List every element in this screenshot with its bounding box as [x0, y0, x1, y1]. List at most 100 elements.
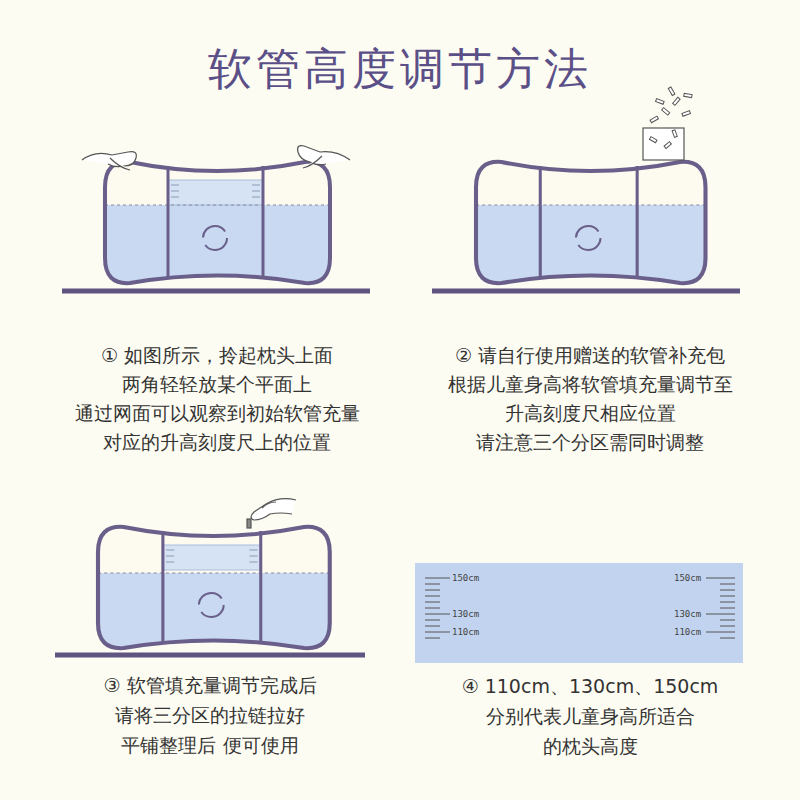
drawing-rect	[650, 116, 658, 123]
drawing-circle	[203, 226, 227, 250]
tick	[425, 584, 440, 585]
drawing-line	[539, 166, 542, 278]
ground-line	[62, 289, 370, 294]
tick	[425, 608, 440, 609]
caption-line: 的枕头高度	[543, 734, 638, 758]
tick	[720, 590, 735, 591]
scale-label: 110cm	[452, 626, 479, 638]
caption-line: ④ 110cm、130cm、150cm	[462, 674, 719, 698]
caption-line: 分别代表儿童身高所适合	[486, 704, 695, 728]
caption-line: 通过网面可以观察到初始软管充量	[75, 401, 360, 425]
drawing-rect	[684, 93, 692, 97]
caption-line: 升高刻度尺相应位置	[505, 401, 676, 425]
drawing-path	[303, 156, 322, 168]
scale-label: 130cm	[674, 608, 701, 620]
drawing-rect	[673, 97, 680, 105]
tick	[425, 590, 440, 591]
drawing-line	[166, 556, 174, 557]
drawing-rect	[476, 160, 706, 285]
drawing-rect	[682, 111, 691, 117]
tick	[425, 626, 440, 627]
ground-line	[55, 653, 365, 658]
drawing-rect	[649, 137, 657, 143]
drawing-line	[249, 550, 257, 551]
drawing-line	[636, 166, 639, 278]
drawing-line	[252, 185, 260, 186]
drawing-line	[171, 197, 179, 198]
tick	[425, 620, 440, 621]
drawing-line	[249, 556, 257, 557]
refill-pack	[643, 87, 692, 160]
drawing-rect	[656, 99, 665, 105]
drawing-rect	[247, 519, 251, 528]
tick	[706, 632, 735, 633]
drawing-path	[298, 146, 350, 165]
drawing-line	[259, 531, 262, 643]
drawing-line	[171, 185, 179, 186]
drawing-rect	[105, 160, 330, 285]
caption-line: 平铺整理后 便可使用	[121, 733, 298, 757]
tick	[706, 578, 735, 579]
tick	[720, 596, 735, 597]
tick	[720, 620, 735, 621]
drawing-line	[167, 166, 170, 278]
title: 软管高度调节方法	[208, 40, 592, 99]
drawing-path	[98, 527, 330, 648]
tick	[425, 614, 450, 615]
drawing-g	[476, 160, 706, 285]
tick	[706, 614, 735, 615]
drawing-rect	[476, 205, 706, 285]
tick	[425, 638, 440, 639]
drawing-path	[476, 162, 706, 283]
drawing-rect	[672, 130, 677, 138]
tick	[425, 578, 450, 579]
drawing-line	[105, 205, 330, 206]
drawing-line	[249, 562, 257, 563]
drawing-line	[476, 205, 706, 206]
caption-line: ① 如图所示，拎起枕头上面	[101, 343, 333, 367]
ground-line	[432, 289, 740, 294]
drawing-rect	[664, 142, 671, 149]
height-scale-panel: 150cm 130cm 110cm 150cm 130cm 110cm	[415, 563, 743, 663]
drawing-rect	[98, 573, 330, 650]
drawing-g	[105, 160, 330, 285]
drawing-g	[166, 550, 258, 562]
drawing-path	[251, 499, 296, 520]
tick	[425, 596, 440, 597]
drawing-path	[82, 152, 136, 167]
drawing-g	[649, 87, 692, 148]
caption-line: ② 请自行使用赠送的软管补充包	[455, 343, 725, 367]
drawing-rect	[105, 205, 330, 285]
scale-label: 150cm	[452, 572, 479, 584]
drawing-line	[166, 562, 174, 563]
pillow-3	[98, 525, 330, 650]
drawing-line	[252, 197, 260, 198]
drawing-line	[166, 550, 174, 551]
drawing-circle	[576, 226, 600, 250]
drawing-line	[161, 531, 164, 643]
scale-label: 130cm	[452, 608, 479, 620]
drawing-line	[252, 191, 260, 192]
drawing-rect	[168, 180, 263, 205]
scale-label: 150cm	[674, 572, 701, 584]
drawing-line	[171, 191, 179, 192]
tick	[720, 602, 735, 603]
caption-line: 请将三分区的拉链拉好	[115, 703, 305, 727]
drawing-path	[105, 162, 330, 283]
drawing-circle	[199, 593, 224, 617]
tick	[720, 608, 735, 609]
drawing-g	[98, 525, 330, 650]
scale-label: 110cm	[674, 626, 701, 638]
caption-line: 请注意三个分区需同时调整	[476, 430, 704, 454]
drawing-rect	[668, 87, 675, 95]
drawing-rect	[643, 128, 684, 160]
caption-line: 两角轻轻放某个平面上	[122, 372, 312, 396]
tick	[425, 602, 440, 603]
hands	[82, 146, 350, 170]
pillow-2	[476, 160, 706, 285]
drawing-line	[262, 166, 265, 278]
drawing-rect	[163, 545, 261, 570]
caption-line: ③ 软管填充量调节完成后	[103, 673, 316, 697]
caption-line: 根据儿童身高将软管填充量调节至	[448, 372, 733, 396]
